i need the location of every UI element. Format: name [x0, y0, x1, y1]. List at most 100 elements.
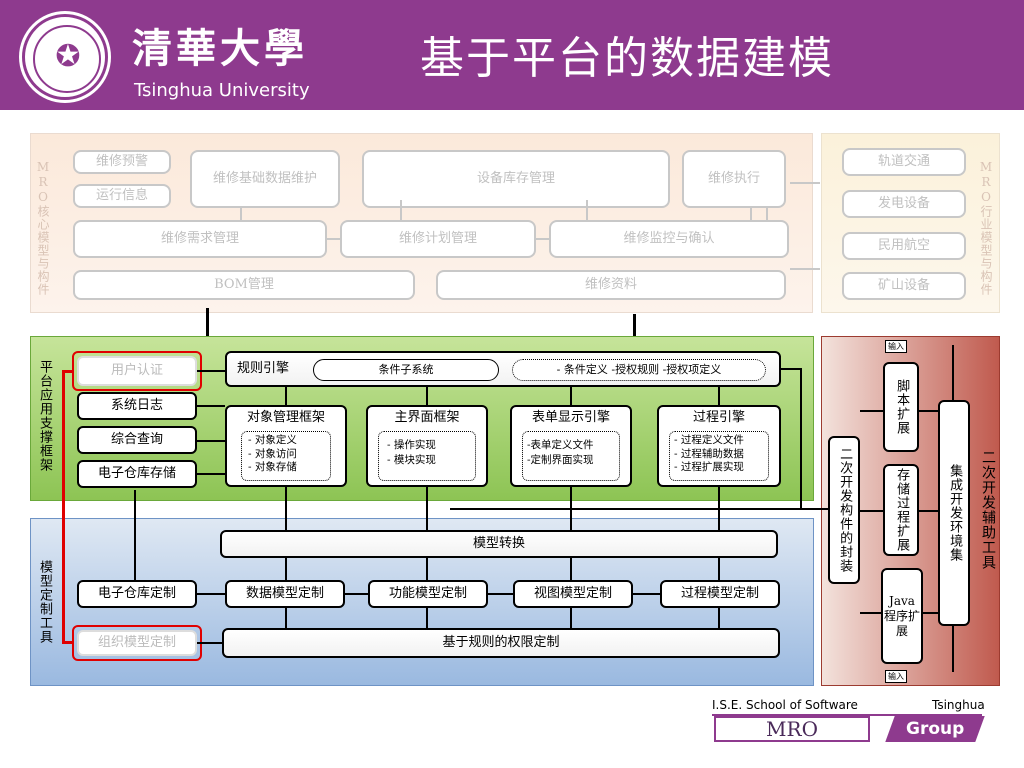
frame-line: - 模块实现	[387, 453, 436, 466]
core-warn: 维修预警	[73, 150, 171, 174]
school-label: I.S.E. School of Software	[712, 698, 858, 712]
page-title: 基于平台的数据建模	[420, 33, 834, 84]
rights-custom-box: 基于规则的权限定制	[222, 628, 780, 658]
e-storage-box: 电子仓库存储	[77, 460, 197, 488]
connector-line	[718, 387, 720, 405]
connector-line	[718, 608, 720, 628]
system-log-box: 系统日志	[77, 392, 197, 420]
input-label-bottom: 输入	[885, 670, 907, 683]
red-link	[62, 370, 74, 373]
frame-title: 过程引擎	[692, 410, 745, 425]
core-connector	[536, 238, 549, 240]
core-connector	[240, 208, 242, 220]
connector-line	[570, 558, 572, 580]
condition-subsystem: 条件子系统	[313, 359, 499, 381]
frame-line: - 过程定义文件	[674, 434, 744, 446]
connector-line	[197, 405, 225, 407]
ide-box: 集成开发环境集	[938, 400, 970, 626]
frame-main-ui: 主界面框架 - 操作实现 - 模块实现	[366, 405, 488, 487]
tsinghua-seal-logo: ✪	[22, 14, 108, 100]
university-label: Tsinghua	[932, 698, 985, 712]
model-convert-box: 模型转换	[220, 530, 778, 558]
tools-panel-label: 模型定制工具	[37, 560, 52, 644]
connector-line	[285, 558, 287, 580]
frame-details: - 对象定义 - 对象访问 - 对象存储	[241, 431, 331, 481]
frame-line: - 对象存储	[248, 461, 297, 474]
frame-line: - 对象访问	[248, 447, 297, 460]
frame-line: - 过程辅助数据	[674, 447, 744, 460]
chain-view-model: 视图模型定制	[513, 580, 633, 608]
connector-line	[718, 558, 720, 580]
industry-item: 发电设备	[842, 190, 966, 218]
connector-line	[197, 473, 225, 475]
connector-line	[285, 387, 287, 405]
connector-line	[633, 593, 660, 595]
logo-chinese-text: 清華大學	[132, 25, 308, 72]
connector-line	[450, 508, 828, 510]
core-connector	[327, 238, 340, 240]
connector-line	[426, 487, 428, 530]
core-plan: 维修计划管理	[340, 220, 536, 258]
core-connector	[586, 200, 588, 220]
industry-item: 民用航空	[842, 232, 966, 260]
java-ext-box: Java程序扩展	[881, 568, 923, 664]
core-connector	[400, 200, 402, 220]
brand-underline	[712, 714, 982, 716]
brand-mro: MRO	[766, 717, 818, 741]
connector-line	[134, 490, 136, 580]
connector-line	[570, 608, 572, 628]
industry-item: 轨道交通	[842, 148, 966, 176]
connector-line	[426, 558, 428, 580]
connector-line	[860, 410, 883, 412]
core-run: 运行信息	[73, 184, 171, 208]
frame-title: 主界面框架	[394, 410, 460, 425]
query-box: 综合查询	[77, 426, 197, 454]
core-connector	[750, 208, 752, 220]
core-connector	[790, 268, 820, 270]
connector-line	[197, 370, 225, 372]
connector-line	[285, 487, 287, 530]
core-docs: 维修资料	[436, 270, 786, 300]
connector-arrow	[633, 314, 636, 338]
org-model-highlight	[72, 625, 202, 661]
brand-group-box: Group	[885, 716, 985, 742]
connector-line	[426, 387, 428, 405]
frame-line: - 对象定义	[248, 434, 297, 446]
user-auth-highlight	[72, 351, 202, 391]
connector-line	[345, 593, 368, 595]
proc-ext-box: 存储过程扩展	[883, 464, 919, 556]
red-link	[62, 641, 74, 644]
connector-line	[197, 642, 222, 644]
connector-line	[952, 345, 954, 400]
core-bom: BOM管理	[73, 270, 415, 300]
connector-line	[923, 612, 938, 614]
connector-line	[488, 593, 513, 595]
core-stock: 设备库存管理	[362, 150, 670, 208]
frame-line: - 过程扩展实现	[674, 461, 744, 474]
connector-line	[781, 368, 801, 370]
connector-line	[285, 608, 287, 628]
frame-process-engine: 过程引擎 - 过程定义文件 - 过程辅助数据 - 过程扩展实现	[657, 405, 781, 487]
connector-line	[800, 368, 802, 508]
frame-object: 对象管理框架 - 对象定义 - 对象访问 - 对象存储	[225, 405, 347, 487]
core-monitor: 维修监控与确认	[549, 220, 789, 258]
java-ext-label: Java程序扩展	[884, 593, 921, 638]
frame-line: - 操作实现	[387, 439, 436, 451]
connector-line	[952, 626, 954, 672]
industry-item: 矿山设备	[842, 272, 966, 300]
chain-proc-model: 过程模型定制	[660, 580, 780, 608]
frame-title: 表单显示引擎	[531, 410, 610, 425]
e-storage-custom-box: 电子仓库定制	[77, 580, 197, 608]
condition-details: - 条件定义 -授权规则 -授权项定义	[512, 359, 766, 381]
frame-form-engine: 表单显示引擎 -表单定义文件 -定制界面实现	[510, 405, 632, 487]
support-panel-label: 平台应用支撑框架	[37, 360, 52, 472]
frame-details: - 操作实现 - 模块实现	[378, 431, 476, 481]
component-wrap-box: 二次开发构件的封装	[828, 436, 860, 584]
red-link	[62, 370, 65, 643]
connector-line	[197, 593, 225, 595]
connector-line	[919, 410, 938, 412]
header-bar	[0, 0, 1024, 110]
script-ext-box: 脚本扩展	[883, 362, 919, 452]
brand-group: Group	[905, 719, 965, 739]
connector-line	[919, 510, 938, 512]
